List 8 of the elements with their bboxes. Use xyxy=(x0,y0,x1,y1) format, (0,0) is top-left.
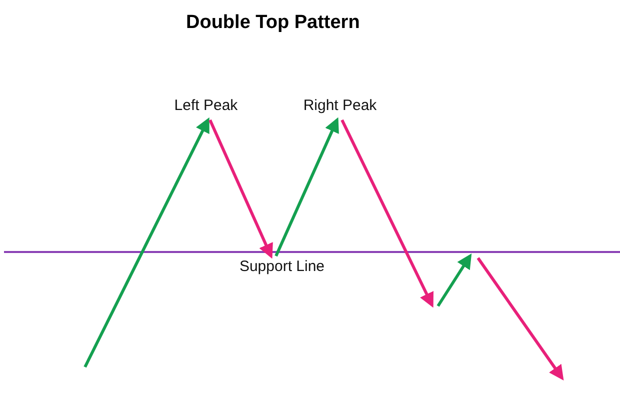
peak-label: Right Peak xyxy=(296,96,384,118)
peak-label: Left Peak xyxy=(168,96,244,118)
chart-title: Double Top Pattern xyxy=(186,12,360,34)
arrow xyxy=(208,119,273,259)
arrow xyxy=(340,119,434,308)
line-label: Support Line xyxy=(230,257,334,279)
arrow xyxy=(84,117,210,368)
arrow xyxy=(274,117,339,257)
